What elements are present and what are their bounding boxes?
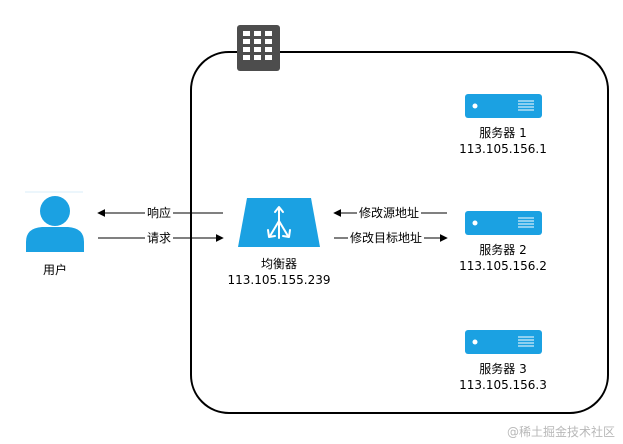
server-1-ip: 113.105.156.1 — [459, 142, 547, 156]
load-balancer-label: 均衡器 — [260, 257, 297, 271]
response-label: 响应 — [145, 206, 174, 220]
modify-target-label: 修改目标地址 — [348, 231, 425, 245]
server-icon — [465, 94, 542, 118]
server-3-label: 服务器 3 — [479, 362, 527, 376]
server-1-label: 服务器 1 — [479, 126, 527, 140]
server-3-ip: 113.105.156.3 — [459, 378, 547, 392]
server-2-label: 服务器 2 — [479, 243, 527, 257]
server-icon — [465, 211, 542, 235]
watermark: @稀土掘金技术社区 — [506, 425, 615, 439]
modify-source-label: 修改源地址 — [357, 206, 422, 220]
datacenter-boundary — [190, 51, 609, 414]
user-label: 用户 — [42, 263, 67, 277]
building-icon — [237, 25, 280, 71]
load-balancer-icon — [238, 198, 320, 247]
request-label: 请求 — [145, 231, 174, 245]
server-icon — [465, 330, 542, 354]
user-icon — [25, 191, 84, 252]
server-2-ip: 113.105.156.2 — [459, 259, 547, 273]
load-balancer-ip: 113.105.155.239 — [227, 273, 331, 287]
